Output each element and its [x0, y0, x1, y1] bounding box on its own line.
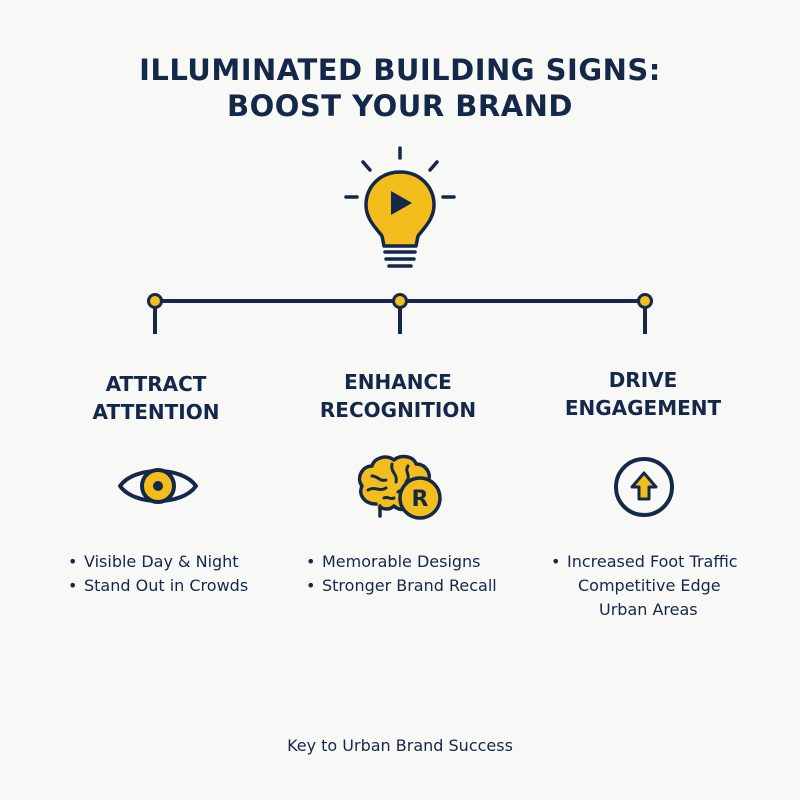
- connector-node-right: [637, 293, 653, 309]
- footer-caption: Key to Urban Brand Success: [287, 736, 513, 755]
- page-title: ILLUMINATED BUILDING SIGNS: BOOST YOUR B…: [0, 52, 800, 124]
- column-heading-enhance-recognition: ENHANCE RECOGNITION: [319, 370, 477, 422]
- brain-icon: R: [357, 454, 442, 520]
- list-item: •Increased Foot Traffic: [551, 552, 738, 571]
- list-item: •Stronger Brand Recall: [306, 576, 497, 595]
- column-bullets-drive-engagement: •Increased Foot Traffic Competitive Edge…: [551, 550, 738, 622]
- lightbulb-play-icon: [344, 146, 456, 268]
- list-item: •Stand Out in Crowds: [68, 576, 249, 595]
- list-item: •Visible Day & Night: [68, 552, 239, 571]
- connector-node-center: [392, 293, 408, 309]
- list-item: Competitive Edge: [578, 576, 721, 595]
- connector-line: [147, 293, 653, 334]
- column-bullets-enhance-recognition: •Memorable Designs •Stronger Brand Recal…: [306, 550, 497, 598]
- list-item: •Memorable Designs: [306, 552, 481, 571]
- column-heading-drive-engagement: DRIVE ENGAGEMENT: [564, 368, 722, 420]
- registered-badge-letter: R: [412, 487, 429, 512]
- column-bullets-attract-attention: •Visible Day & Night •Stand Out in Crowd…: [68, 550, 248, 598]
- list-item: Urban Areas: [599, 600, 698, 619]
- title-line-2: BOOST YOUR BRAND: [227, 89, 573, 123]
- column-heading-attract-attention: ATTRACT ATTENTION: [92, 372, 220, 424]
- connector-node-left: [147, 293, 163, 309]
- up-arrow-circle-icon: [614, 457, 674, 517]
- eye-icon: [118, 468, 198, 504]
- title-line-1: ILLUMINATED BUILDING SIGNS:: [139, 53, 661, 87]
